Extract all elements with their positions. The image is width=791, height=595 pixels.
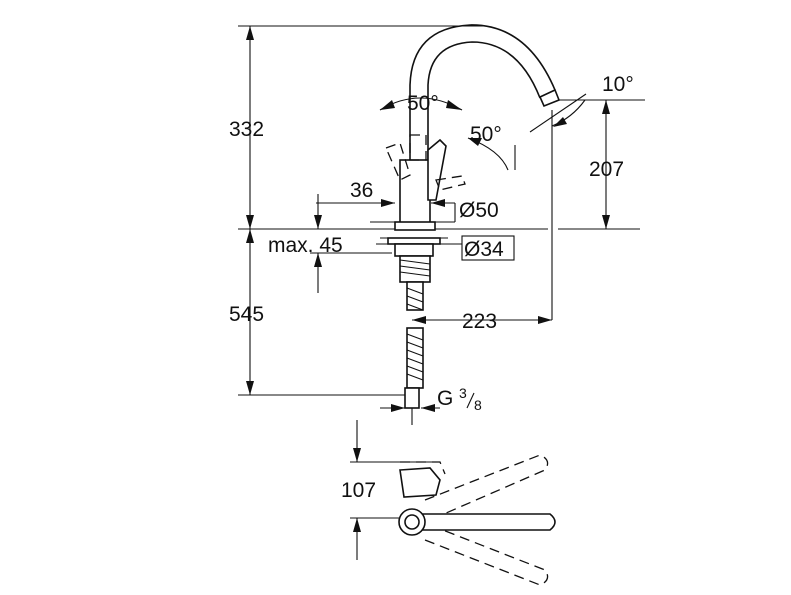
- label-10-deg: 10°: [602, 73, 634, 96]
- label-diameter-34: Ø34: [464, 238, 504, 261]
- angle-arcs: [379, 93, 587, 171]
- spout-tip: [538, 88, 561, 108]
- top-body-inner: [404, 514, 420, 530]
- body-column: [399, 159, 431, 230]
- label-107: 107: [341, 479, 376, 502]
- label-223: 223: [462, 310, 497, 333]
- fixing-plate: [387, 237, 441, 245]
- dimension-labels: 332 545 207 50° 50° 10° 36 Ø50 Ø34 max. …: [229, 73, 634, 502]
- label-36: 36: [350, 179, 373, 202]
- top-spout: [419, 513, 556, 531]
- top-lever-alt: [400, 461, 446, 475]
- label-545: 545: [229, 303, 264, 326]
- top-spout-alt-up: [424, 454, 549, 521]
- top-lever: [399, 467, 441, 498]
- label-thread-num: 3: [459, 385, 467, 401]
- base-flange: [394, 221, 436, 231]
- spout-inner: [427, 41, 541, 160]
- supply-hose-upper: [406, 281, 424, 311]
- faucet-side-view: [376, 24, 561, 425]
- label-diameter-50: Ø50: [459, 199, 499, 222]
- label-thread-den: 8: [474, 397, 482, 413]
- lever-alt-up: [409, 134, 427, 161]
- faucet-top-view: [398, 454, 556, 586]
- label-thread-g: G: [437, 387, 453, 410]
- label-50-deg-b: 50°: [470, 123, 502, 146]
- hose-connector: [404, 387, 420, 409]
- top-spout-alt-down: [424, 524, 549, 586]
- label-50-deg-a: 50°: [407, 92, 439, 115]
- fixing-nut: [394, 243, 434, 257]
- thread-fraction-bar: [466, 392, 475, 409]
- label-max-45: max. 45: [268, 234, 343, 257]
- label-332: 332: [229, 118, 264, 141]
- spout-outer: [409, 24, 556, 160]
- lever-handle: [427, 138, 447, 201]
- lever-alt-right: [435, 175, 466, 191]
- lever-alt-left: [385, 142, 411, 181]
- label-207: 207: [589, 158, 624, 181]
- dimension-lines: [238, 25, 645, 560]
